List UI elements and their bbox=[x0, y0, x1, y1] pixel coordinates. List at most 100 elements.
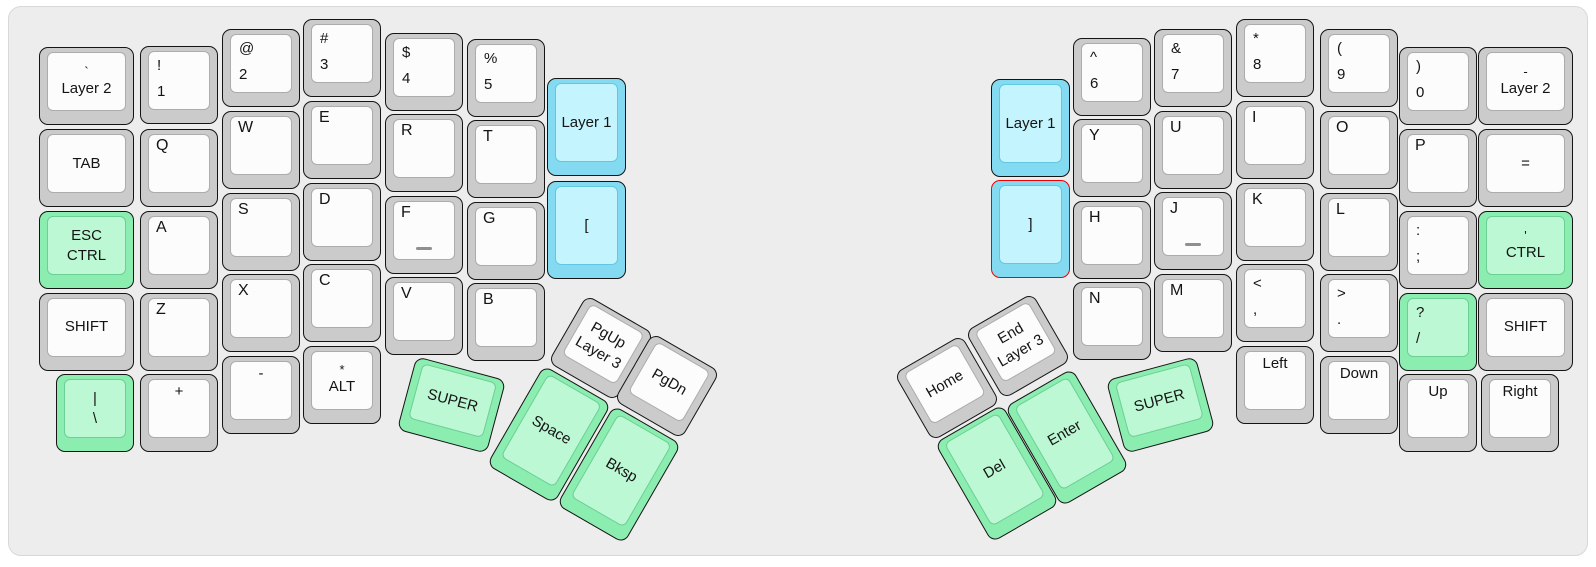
key-label-line: > bbox=[1337, 285, 1346, 302]
key-label: ?/ bbox=[1416, 300, 1424, 352]
key-s[interactable]: S bbox=[222, 192, 300, 271]
key-lparen-9[interactable]: (9 bbox=[1320, 29, 1398, 107]
key-right-bracket[interactable]: ] bbox=[991, 180, 1070, 278]
key-m[interactable]: M bbox=[1154, 273, 1232, 352]
key-rparen-0[interactable]: )0 bbox=[1399, 47, 1477, 125]
keycap-surface: ?/ bbox=[1407, 297, 1469, 357]
key-quote-ctrl[interactable]: 'CTRL bbox=[1478, 211, 1573, 289]
key-arrow-left[interactable]: Left bbox=[1236, 345, 1314, 424]
keycap-surface: 'CTRL bbox=[1486, 216, 1565, 275]
key-amp-7[interactable]: &7 bbox=[1154, 29, 1232, 107]
key-j[interactable]: J bbox=[1154, 192, 1232, 270]
key-label-line: 1 bbox=[157, 83, 166, 100]
key-label-line: 8 bbox=[1253, 56, 1262, 73]
key-a[interactable]: A bbox=[140, 211, 218, 289]
key-label-line: Layer 1 bbox=[561, 113, 612, 131]
key-dollar-4[interactable]: $4 bbox=[385, 32, 463, 111]
key-g[interactable]: G bbox=[467, 201, 545, 280]
key-minus[interactable]: - bbox=[222, 355, 300, 434]
keycap-surface: O bbox=[1328, 116, 1390, 175]
keycap-surface: A bbox=[148, 216, 210, 275]
key-question-slash[interactable]: ?/ bbox=[1399, 292, 1477, 371]
key-label: &7 bbox=[1171, 36, 1181, 88]
key-asterisk-8[interactable]: *8 bbox=[1236, 19, 1314, 97]
key-minus-layer2[interactable]: -Layer 2 bbox=[1478, 47, 1573, 125]
homing-bar bbox=[416, 246, 432, 250]
key-t[interactable]: T bbox=[467, 120, 545, 198]
key-f[interactable]: F bbox=[385, 195, 463, 274]
key-label: Left bbox=[1262, 354, 1288, 372]
key-e[interactable]: E bbox=[303, 101, 381, 179]
keycap-surface: SHIFT bbox=[47, 297, 126, 357]
key-label: Up bbox=[1428, 383, 1448, 400]
keycap-surface: ] bbox=[999, 185, 1062, 264]
key-h[interactable]: H bbox=[1073, 200, 1151, 279]
key-hash-3[interactable]: #3 bbox=[303, 19, 381, 97]
key-grave-layer2[interactable]: `Layer 2 bbox=[39, 47, 134, 125]
key-b[interactable]: B bbox=[467, 283, 545, 361]
key-pipe-backslash[interactable]: |\ bbox=[56, 374, 134, 452]
key-r[interactable]: R bbox=[385, 114, 463, 192]
key-label-line: ESC bbox=[71, 227, 102, 244]
key-shift-left[interactable]: SHIFT bbox=[39, 292, 134, 371]
key-label-line: 2 bbox=[239, 66, 248, 83]
key-lt-comma[interactable]: <, bbox=[1236, 264, 1314, 342]
key-x[interactable]: X bbox=[222, 274, 300, 352]
key-i[interactable]: I bbox=[1236, 101, 1314, 179]
key-tab[interactable]: TAB bbox=[39, 129, 134, 207]
key-d[interactable]: D bbox=[303, 182, 381, 261]
key-p[interactable]: P bbox=[1399, 129, 1477, 207]
keycap-surface: (9 bbox=[1328, 34, 1390, 93]
key-at-2[interactable]: @2 bbox=[222, 29, 300, 107]
key-plus[interactable]: + bbox=[140, 374, 218, 452]
keycap-surface: + bbox=[148, 379, 210, 438]
key-o[interactable]: O bbox=[1320, 111, 1398, 189]
key-colon-semicolon[interactable]: :; bbox=[1399, 211, 1477, 289]
key-v[interactable]: V bbox=[385, 277, 463, 355]
key-shift-right[interactable]: SHIFT bbox=[1478, 292, 1573, 371]
key-label: H bbox=[1089, 208, 1101, 226]
key-label-line: - bbox=[1523, 63, 1528, 79]
key-layer1-left[interactable]: Layer 1 bbox=[547, 78, 626, 176]
keycap-surface: R bbox=[393, 119, 455, 178]
key-equals[interactable]: = bbox=[1478, 129, 1573, 207]
key-left-bracket[interactable]: [ bbox=[547, 181, 626, 279]
key-percent-5[interactable]: %5 bbox=[467, 38, 545, 117]
key-label-line: . bbox=[1337, 311, 1342, 328]
key-label: M bbox=[1170, 281, 1184, 299]
key-layer1-right[interactable]: Layer 1 bbox=[991, 79, 1070, 177]
key-label: D bbox=[319, 190, 331, 208]
key-y[interactable]: Y bbox=[1073, 119, 1151, 197]
key-n[interactable]: N bbox=[1073, 282, 1151, 360]
key-z[interactable]: Z bbox=[140, 292, 218, 371]
keycap-surface: )0 bbox=[1407, 52, 1469, 111]
keycap-surface: W bbox=[230, 116, 292, 175]
key-arrow-right[interactable]: Right bbox=[1481, 374, 1559, 452]
key-label: + bbox=[174, 383, 184, 400]
key-l[interactable]: L bbox=[1320, 192, 1398, 271]
key-arrow-up[interactable]: Up bbox=[1399, 374, 1477, 452]
keycap-surface: SUPER bbox=[1114, 363, 1204, 439]
key-label: @2 bbox=[239, 36, 254, 88]
key-arrow-down[interactable]: Down bbox=[1320, 355, 1398, 434]
key-asterisk-alt[interactable]: *ALT bbox=[303, 345, 381, 424]
key-q[interactable]: Q bbox=[140, 129, 218, 207]
key-caret-6[interactable]: ^6 bbox=[1073, 37, 1151, 116]
key-label: TAB bbox=[48, 135, 125, 192]
key-label-line: ; bbox=[1416, 248, 1421, 265]
keycap-surface: SUPER bbox=[408, 363, 498, 439]
key-gt-period[interactable]: >. bbox=[1320, 274, 1398, 352]
key-k[interactable]: K bbox=[1236, 182, 1314, 261]
key-u[interactable]: U bbox=[1154, 110, 1232, 189]
key-label-line: 7 bbox=[1171, 66, 1180, 83]
key-label: ] bbox=[1000, 186, 1061, 263]
key-w[interactable]: W bbox=[222, 111, 300, 189]
key-label-line: ` bbox=[84, 63, 89, 79]
key-label: - bbox=[258, 364, 264, 382]
key-c[interactable]: C bbox=[303, 264, 381, 342]
key-label-line: Bksp bbox=[602, 454, 641, 486]
keycap-surface: Z bbox=[148, 297, 210, 357]
key-exclam-1[interactable]: !1 bbox=[140, 46, 218, 124]
